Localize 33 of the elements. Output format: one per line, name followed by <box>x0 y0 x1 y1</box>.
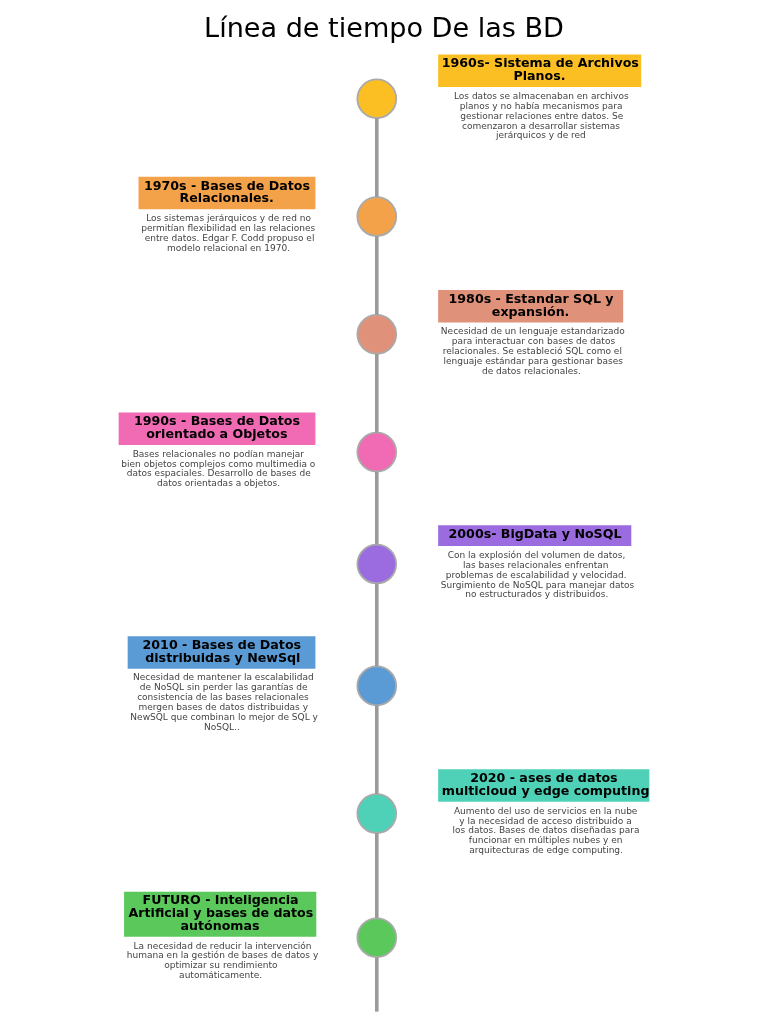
node-box: 2010 - Bases de Datos distribuidas y NewSql <box>127 636 316 669</box>
node-label: Los sistemas jerárquicos y de red no permitían flexibilidad en las relaciones entre datos. Edgar F. Codd propuso el modelo relacional en 1970. <box>141 213 316 253</box>
node-box: 2000s- BigData y NoSQL <box>438 525 632 546</box>
node-box: 2020 - ases de datos multicloud y edge computing <box>438 769 650 802</box>
node-label: La necesidad de reducir la intervención humana en la gestión de bases de datos y optimizar su rendimiento automáticamente. <box>126 940 319 981</box>
connector <box>374 118 379 198</box>
node-label: Los datos se almacenaban en archivos planos y no había mecanismos para gestionar relaciones entre datos. Se comenzaron a desarrollar sistemas jerárquicos y de red <box>453 90 629 141</box>
node-box: 1990s - Bases de Datos orientado a Objetos <box>118 412 316 445</box>
node-label: Necesidad de un lenguaje estandarizado para interactuar con bases de datos relacionales. Se estableció SQL como el lenguaje estándar para gestionar bases de datos relacionales. <box>440 326 625 377</box>
node-box: 1960s- Sistema de Archivos Planos. <box>438 54 642 87</box>
connector <box>374 353 379 433</box>
connector <box>374 705 379 795</box>
connector <box>374 833 379 919</box>
node-circle <box>356 431 398 473</box>
node-circle <box>356 314 398 355</box>
node-box: 1970s - Bases de Datos Relacionales. <box>138 176 316 210</box>
node-box: FUTURO - Inteligencia Artificial y bases de datos autónomas <box>124 891 317 937</box>
node-circle <box>356 543 398 585</box>
node-box: 1980s - Estandar SQL y expansión. <box>438 290 624 323</box>
connector <box>374 583 379 667</box>
node-label: Necesidad de mantener la escalabilidad de NoSQL sin perder las garantías de consistencia de las bases relacionales mergen bases de datos distribuidas y NewSQL que combinan lo mejor de SQL y NoSQL.. <box>130 672 318 733</box>
node-label: Aumento del uso de servicios en la nube y la necesidad de acceso distribuido a los datos. Bases de datos diseñadas para funcionar en múltiples nubes y en arquitecturas de edge computing. <box>452 805 640 856</box>
node-circle <box>356 793 398 834</box>
node-circle <box>356 917 398 958</box>
connector <box>374 236 379 315</box>
node-circle <box>356 78 398 120</box>
connector <box>374 471 379 545</box>
connector <box>374 957 379 1012</box>
diagram-title: Línea de tiempo De las BD <box>204 11 564 43</box>
node-label: Con la explosión del volumen de datos, las bases relacionales enfrentan problemas de escalabilidad y velocidad. Surgimiento de NoSQL para manejar datos no estructurados y distribuidos. <box>440 549 635 600</box>
node-label: Bases relacionales no podían manejar bien objetos complejos como multimedia o datos espaciales. Desarrollo de bases de datos orientadas a objetos. <box>121 448 316 489</box>
node-circle <box>356 196 398 237</box>
node-circle <box>356 665 398 707</box>
